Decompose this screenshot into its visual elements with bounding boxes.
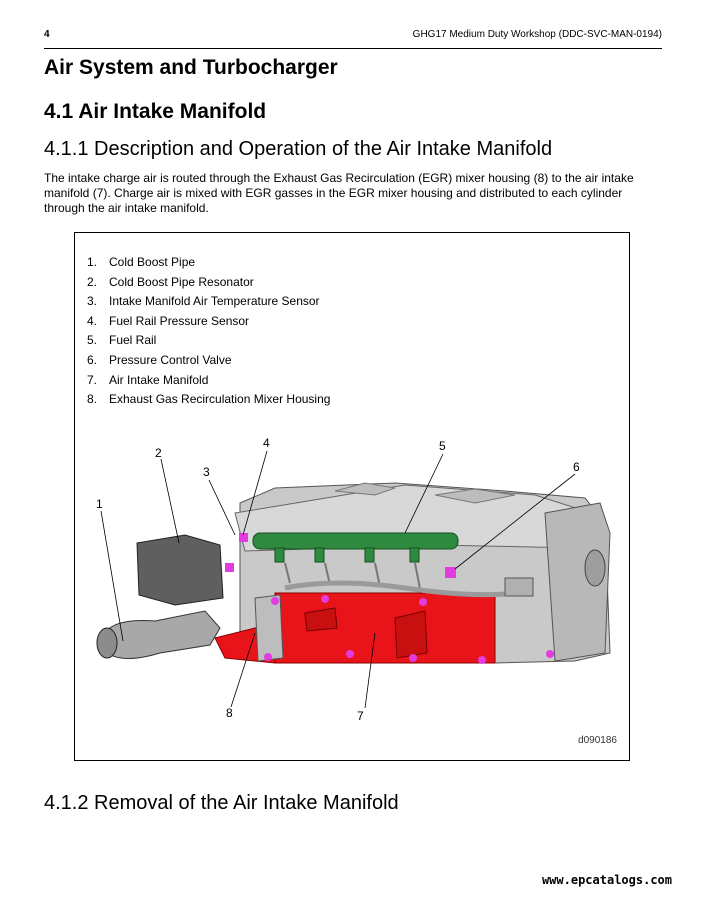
- legend-item: 5.Fuel Rail: [87, 333, 157, 348]
- watermark-link[interactable]: www.epcatalogs.com: [541, 873, 672, 887]
- engine-figure: 1.Cold Boost Pipe 2.Cold Boost Pipe Reso…: [74, 232, 630, 761]
- callout-1: 1: [96, 497, 103, 511]
- legend-item: 6.Pressure Control Valve: [87, 352, 232, 367]
- cold-boost-pipe: [104, 610, 221, 659]
- body-paragraph: The intake charge air is routed through …: [44, 171, 634, 215]
- callout-6: 6: [573, 460, 580, 474]
- callout-5: 5: [439, 439, 446, 453]
- callout-4: 4: [263, 436, 270, 450]
- callout-7: 7: [357, 709, 364, 723]
- legend-item: 1.Cold Boost Pipe: [87, 255, 196, 269]
- figure-legend: 1.Cold Boost Pipe 2.Cold Boost Pipe Reso…: [87, 255, 330, 412]
- callout-8: 8: [226, 706, 233, 720]
- callout-3: 3: [203, 465, 210, 479]
- page-header: 4 GHG17 Medium Duty Workshop (DDC-SVC-MA…: [44, 26, 662, 42]
- manual-title: GHG17 Medium Duty Workshop (DDC-SVC-MAN-…: [412, 28, 662, 40]
- section-title: 4.1 Air Intake Manifold: [44, 100, 267, 123]
- legend-item: 2.Cold Boost Pipe Resonator: [87, 274, 254, 289]
- fuel-rail: [252, 532, 459, 550]
- legend-item: 7.Air Intake Manifold: [87, 372, 209, 387]
- legend-item: 8.Exhaust Gas Recirculation Mixer Housin…: [87, 392, 331, 407]
- egr-mixer-housing: [254, 594, 284, 662]
- legend-item: 3.Intake Manifold Air Temperature Sensor: [87, 294, 320, 309]
- subsection-title: 4.1.1 Description and Operation of the A…: [44, 138, 553, 160]
- resonator: [136, 534, 224, 606]
- front-cover: [544, 502, 611, 662]
- legend-item: 4.Fuel Rail Pressure Sensor: [87, 313, 250, 328]
- chapter-title: Air System and Turbocharger: [44, 56, 338, 79]
- next-subsection-title: 4.1.2 Removal of the Air Intake Manifold: [44, 792, 399, 814]
- header-divider: [44, 48, 662, 49]
- callout-2: 2: [155, 446, 162, 460]
- figure-id: d090186: [578, 735, 617, 746]
- engine-illustration: 1 2 3 4 5 6 7 8: [96, 436, 611, 723]
- page-number: 4: [44, 28, 50, 40]
